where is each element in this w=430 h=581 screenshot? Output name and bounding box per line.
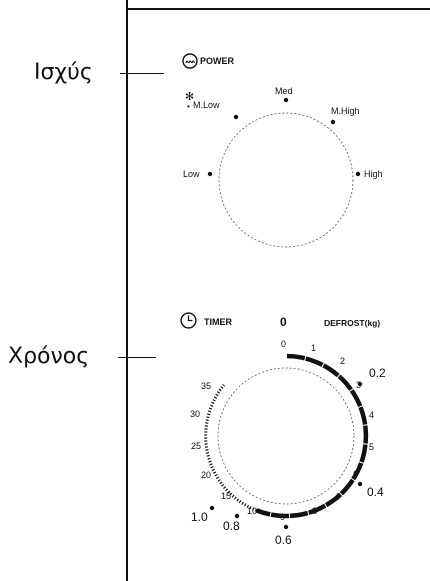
power-level-mhigh: M.High (331, 106, 360, 116)
defrost-dot-0-6 (283, 524, 289, 530)
timer-scale-ticks (255, 353, 369, 519)
timer-scale-band (255, 353, 369, 519)
defrost-weight-0-2: 0.2 (369, 366, 386, 380)
defrost-weight-0-6: 0.6 (275, 533, 292, 547)
panel-left-edge (126, 0, 128, 581)
defrost-zero-label: 0 (280, 315, 287, 329)
timer-mark-2: 2 (340, 356, 346, 366)
timer-mark-5: 5 (369, 442, 375, 452)
power-dot-mhigh (330, 119, 336, 125)
timer-mark-4: 4 (369, 410, 375, 420)
power-level-high: High (364, 169, 383, 179)
clock-icon (180, 312, 197, 331)
timer-dial[interactable] (217, 367, 355, 505)
power-dot-med (283, 97, 289, 103)
power-level-mlow: M.Low (193, 100, 220, 110)
panel-top-edge (126, 8, 430, 10)
timer-mark-20: 20 (201, 470, 212, 480)
timer-mark-0: 0 (281, 339, 287, 349)
timer-mark-35: 35 (201, 381, 212, 391)
defrost-dot-0-2 (357, 381, 363, 387)
timer-mark-30: 30 (190, 409, 201, 419)
callout-timer: Χρόνος (8, 344, 90, 369)
timer-mark-25: 25 (191, 441, 202, 451)
power-dial[interactable] (218, 112, 354, 248)
power-level-low: Low (183, 169, 200, 179)
power-dot-mlow (233, 114, 239, 120)
leader-power (120, 73, 164, 74)
timer-title: TIMER (204, 317, 232, 327)
timer-scale-fine (204, 384, 258, 512)
power-icon (182, 53, 198, 71)
callout-power: Ισχύς (34, 60, 93, 85)
power-level-med: Med (275, 86, 293, 96)
defrost-weight-0-4: 0.4 (367, 485, 384, 499)
leader-timer (118, 357, 156, 358)
timer-mark-15: 15 (221, 491, 232, 501)
power-dot-low (207, 171, 213, 177)
defrost-dot-1-0 (209, 505, 215, 511)
defrost-dot-0-8 (234, 513, 240, 519)
timer-mark-10: 10 (247, 506, 258, 516)
defrost-weight-1-0: 1.0 (191, 510, 208, 524)
power-title: POWER (200, 56, 235, 66)
defrost-drop-icon: • (187, 102, 190, 111)
defrost-dot-0-4 (357, 481, 363, 487)
timer-mark-1: 1 (311, 343, 317, 353)
defrost-title: DEFROST(kg) (324, 318, 381, 328)
defrost-weight-0-8: 0.8 (223, 519, 240, 533)
defrost-symbol-icon: ✻ (185, 91, 195, 103)
power-dot-high (355, 171, 361, 177)
